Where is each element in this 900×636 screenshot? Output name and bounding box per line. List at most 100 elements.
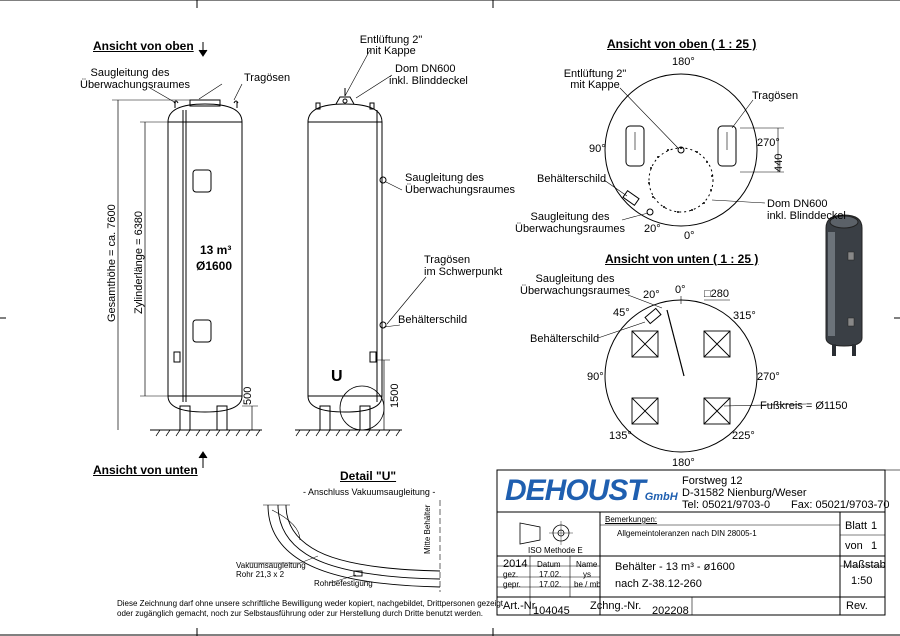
top-suction-label-1: Saugleitung des — [530, 211, 610, 223]
checked-date: 17.02. — [539, 580, 562, 589]
side-view-tank — [112, 83, 262, 437]
address-street: Forstweg 12 — [682, 475, 743, 487]
address-city: D-31582 Nienburg/Weser — [682, 487, 807, 499]
address-tel: Tel: 05021/9703-0 — [682, 499, 771, 511]
scale-label: Maßstab — [843, 559, 886, 571]
bottom-angle-225: 225° — [732, 430, 755, 442]
front-suction-label-2: Überwachungsraumes — [405, 184, 516, 196]
top-dome-label-2: inkl. Blinddeckel — [767, 210, 846, 222]
top-angle-270: 270° — [757, 137, 780, 149]
front-lugs-cog-label-1: Tragösen — [424, 254, 471, 266]
revision-label: Rev. — [846, 600, 868, 612]
of-label: von — [845, 540, 863, 552]
detail-vacuum-line-2: Rohr 21,3 x 2 — [236, 570, 285, 579]
drawing-no-value: 202208 — [652, 605, 689, 617]
detail-subheading: - Anschluss Vakuumsaugleitung - — [303, 487, 436, 497]
front-vent-label-2: mit Kappe — [366, 45, 416, 57]
top-suction-label-2: Überwachungsraumes — [515, 223, 626, 235]
title-block-lines — [496, 469, 900, 616]
bottom-angle-135: 135° — [609, 430, 632, 442]
bottom-view-125-heading: Ansicht von unten ( 1 : 25 ) — [605, 252, 759, 266]
sheet-value: 1 — [871, 520, 878, 532]
detail-tank-center: Mitte Behälter — [423, 504, 432, 554]
drawn-name: ys — [583, 570, 591, 579]
bottom-angle-270: 270° — [757, 371, 780, 383]
top-vent-label-1: Entlüftung 2" — [563, 68, 627, 80]
logo-main: DEHOUST — [505, 474, 646, 507]
bolt-circle-label: Fußkreis = Ø1150 — [760, 400, 848, 412]
bottom-view-heading: Ansicht von unten — [93, 463, 198, 477]
drawn-label: gez. — [503, 570, 519, 579]
checked-name: be / mb — [574, 580, 601, 589]
bottom-dim-280: □280 — [704, 288, 730, 300]
drawing-title-1: Behälter - 13 m³ - ø1600 — [615, 561, 735, 573]
art-no-value: 104045 — [533, 605, 570, 617]
side-suction-label-1: Saugleitung des — [90, 67, 170, 79]
detail-heading: Detail "U" — [340, 469, 397, 483]
drawing-no-label: Zchng.-Nr. — [590, 600, 642, 612]
iso-label: ISO Methode E — [528, 546, 583, 555]
date-label: Datum — [537, 560, 561, 569]
top-vent-label-2: mit Kappe — [570, 79, 620, 91]
front-vent-label-1: Entlüftung 2" — [359, 34, 423, 46]
scale-value: 1:50 — [851, 575, 873, 587]
detail-vacuum-line-1: Vakuumsaugleitung — [236, 561, 306, 570]
front-dome-label-2: inkl. Blinddeckel — [389, 75, 468, 87]
dim-500: 500 — [242, 386, 254, 405]
volume-label: 13 m³ — [200, 243, 232, 257]
side-lifting-lugs-label: Tragösen — [244, 72, 291, 84]
detail-u-marker: U — [331, 368, 343, 385]
detail-u-drawing — [248, 500, 441, 592]
plan-bottom-circle — [597, 294, 807, 453]
diameter-label: Ø1600 — [196, 259, 233, 273]
top-angle-90: 90° — [589, 143, 606, 155]
bottom-angle-180: 180° — [672, 457, 695, 469]
overall-height-dim: Gesamthöhe = ca. 7600 — [106, 204, 118, 322]
bottom-angle-0: 0° — [675, 284, 686, 296]
side-suction-label-2: Überwachungsraumes — [80, 79, 191, 91]
sheet-label: Blatt — [845, 520, 868, 532]
company-logo: DEHOUSTGmbH — [505, 474, 678, 508]
detail-pipe-fixing: Rohrbefestigung — [314, 579, 373, 588]
disclaimer-line-2: oder zugänglich gemacht, noch zur Selbst… — [117, 609, 483, 618]
checked-label: gepr. — [503, 580, 521, 589]
year: 2014 — [503, 558, 528, 570]
tank-3d-thumbnail — [825, 214, 863, 356]
logo-suffix: GmbH — [644, 491, 678, 503]
bottom-suction-label-2: Überwachungsraumes — [520, 285, 631, 297]
bottom-nameplate-label: Behälterschild — [530, 333, 600, 345]
bottom-angle-20: 20° — [643, 289, 660, 301]
drawing-title-2: nach Z-38.12-260 — [615, 578, 702, 590]
remarks-label: Bemerkungen: — [605, 515, 658, 524]
remarks-text: Allgemeintoleranzen nach DIN 28005-1 — [617, 529, 757, 538]
front-nameplate-label: Behälterschild — [398, 314, 468, 326]
top-view-heading: Ansicht von oben — [93, 39, 194, 53]
front-lugs-cog-label-2: im Schwerpunkt — [424, 266, 503, 278]
bottom-angle-315: 315° — [733, 310, 756, 322]
address-fax: Fax: 05021/9703-70 — [791, 499, 890, 511]
cylinder-length-dim: Zylinderlänge = 6380 — [133, 210, 145, 314]
drawn-date: 17.02. — [539, 570, 562, 579]
top-angle-180: 180° — [672, 56, 695, 68]
top-lugs-label: Tragösen — [752, 90, 799, 102]
top-view-125-heading: Ansicht von oben ( 1 : 25 ) — [607, 37, 757, 51]
front-dome-label-1: Dom DN600 — [395, 63, 456, 75]
of-value: 1 — [871, 540, 878, 552]
dim-1500: 1500 — [389, 383, 401, 408]
top-angle-20: 20° — [644, 223, 661, 235]
top-dome-label-1: Dom DN600 — [767, 198, 828, 210]
front-view-tank — [295, 49, 427, 437]
name-label: Name — [576, 560, 598, 569]
front-suction-label-1: Saugleitung des — [405, 172, 484, 184]
art-no-label: Art.-Nr. — [503, 600, 538, 612]
bottom-angle-90: 90° — [587, 371, 604, 383]
bottom-dim-280-value: 280 — [710, 288, 730, 300]
top-nameplate-label: Behälterschild — [537, 173, 607, 185]
bottom-suction-label-1: Saugleitung des — [535, 273, 615, 285]
disclaimer-line-1: Diese Zeichnung darf ohne unsere schrift… — [117, 599, 503, 608]
top-dim-440: 440 — [773, 153, 785, 172]
bottom-angle-45: 45° — [613, 307, 630, 319]
top-angle-0: 0° — [684, 230, 695, 242]
